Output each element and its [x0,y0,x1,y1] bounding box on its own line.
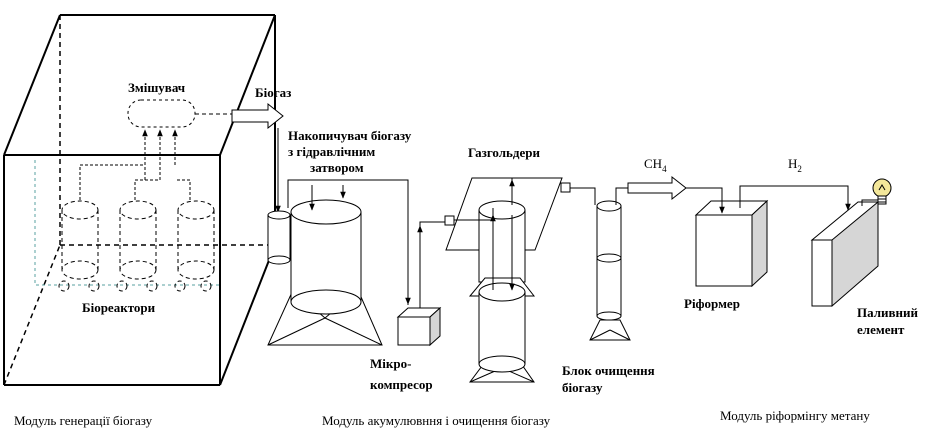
compressor-piping [417,221,445,308]
storage-piping [287,179,411,305]
gasholder-1 [468,200,536,297]
biogas-label: Біогаз [255,85,291,100]
purification-outlet-line [615,187,628,205]
mixer-label: Змішувач [128,80,185,95]
reformer [694,199,769,288]
reformer-label: Ріформер [684,296,740,311]
mixer-feed-lines [79,129,191,200]
light-bulb-icon [872,178,892,205]
purification-label-line2: біогазу [562,380,603,395]
generation-module-box [3,14,276,386]
storage-label-line1: Накопичувач біогазу [288,128,412,143]
biogas-outlet-arrow [231,102,284,130]
ch4-label: CH4 [644,156,667,174]
storage-label-line3: затвором [310,160,364,175]
caption-accumulation-module: Модуль акумулювння і очищення біогазу [322,413,551,428]
hydraulic-seal [267,210,291,265]
generation-module-hidden-edges [3,15,275,386]
gasholder-piping [454,177,596,291]
fuel-cell-label-line1: Паливний [857,305,919,320]
fuel-cell-label-line2: елемент [857,322,905,337]
teal-dashed-frame [34,160,220,286]
bioreactors-label: Біореактори [82,300,156,315]
fuel-cell-to-bulb-line [861,199,878,206]
caption-generation-module: Модуль генерації біогазу [14,413,153,428]
storage-label-line2: з гідравлічним [288,144,375,159]
purification-label-line1: Блок очищення [562,363,655,378]
fuel-cell [810,201,880,307]
caption-reforming-module: Модуль ріформінгу метану [720,408,870,423]
h2-label: H2 [788,156,802,174]
compressor-label-line2: компресор [370,377,433,392]
purification-unit [589,200,631,341]
gasholders-label: Газгольдери [468,145,541,160]
methane-flow-arrow [627,175,687,201]
valve-2 [560,182,571,193]
valve-1 [444,215,455,226]
hydrogen-line [739,185,851,211]
gasholder-2 [469,282,535,383]
compressor-label-line1: Мікро- [370,356,411,371]
micro-compressor [396,306,442,347]
biogas-storage-tank [267,199,383,346]
mixer [127,99,196,128]
bioreactors [58,200,215,292]
